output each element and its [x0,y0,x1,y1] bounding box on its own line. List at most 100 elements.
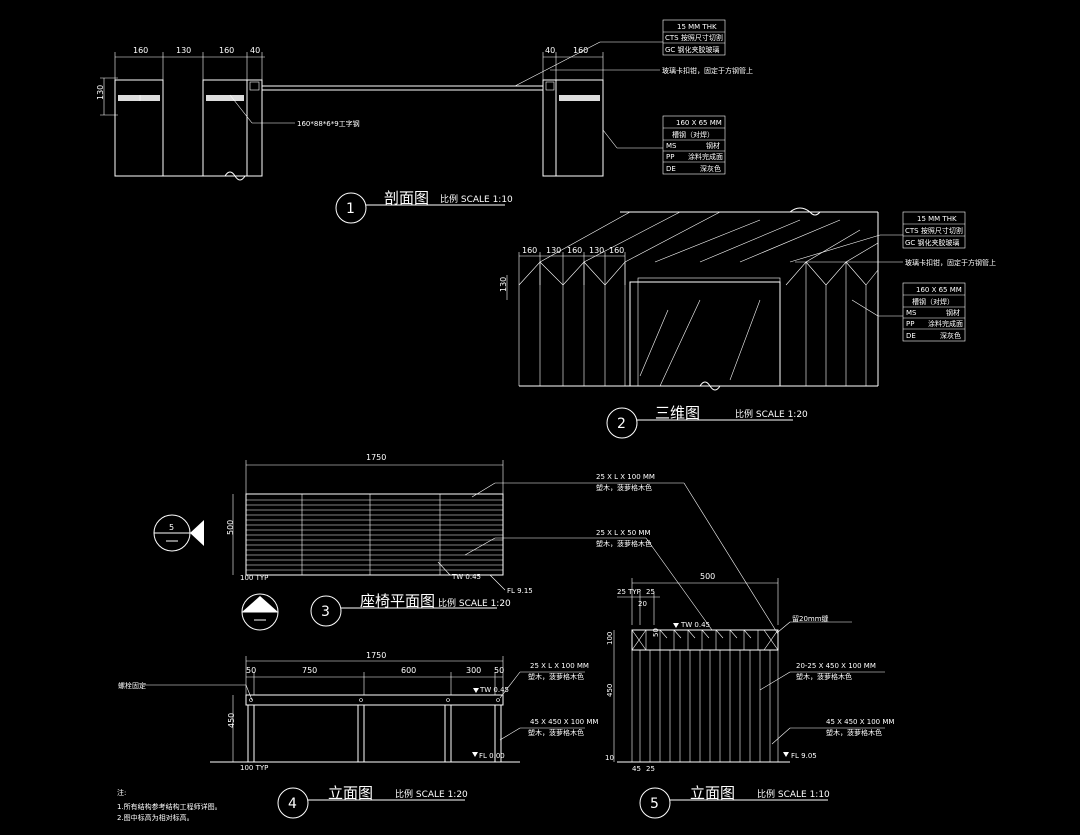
wood-spec-4a: 25 X L X 100 MM 塑木，菠萝格木色 [528,662,589,681]
svg-text:DE: DE [666,165,676,173]
wood-spec-2: 25 X L X 50 MM 塑木，菠萝格木色 [596,529,652,548]
svg-text:20: 20 [638,600,647,608]
svg-text:槽钢（对焊）: 槽钢（对焊） [672,130,714,139]
svg-text:100: 100 [606,632,614,645]
bolt-note: 螺栓固定 [118,681,146,690]
svg-text:160: 160 [609,246,624,255]
svg-text:45 X 450 X 100 MM: 45 X 450 X 100 MM [826,718,894,726]
svg-text:450: 450 [606,684,614,697]
svg-text:比例 SCALE 1:20: 比例 SCALE 1:20 [395,788,468,800]
svg-text:160: 160 [522,246,537,255]
section-2-title: 2 三维图 比例 SCALE 1:20 [606,404,808,439]
svg-text:10: 10 [605,754,614,762]
svg-text:比例 SCALE 1:10: 比例 SCALE 1:10 [757,788,830,800]
svg-text:130: 130 [589,246,604,255]
svg-text:钢材: 钢材 [706,141,720,150]
section-2-drawing: 160 130 160 130 160 130 玻璃卡扣钳，固定于方钢管 [499,207,996,391]
svg-text:塑木，菠萝格木色: 塑木，菠萝格木色 [826,728,882,737]
svg-text:1750: 1750 [366,453,386,462]
svg-text:25 X L X 100 MM: 25 X L X 100 MM [530,662,589,670]
section-4-title: 4 立面图 比例 SCALE 1:20 [277,784,468,819]
svg-text:1: 1 [346,201,355,217]
svg-text:25 X L X 50 MM: 25 X L X 50 MM [596,529,651,537]
svg-text:塑木，菠萝格木色: 塑木，菠萝格木色 [596,539,652,548]
section-3-drawing: 1750 500 100 TYP TW 0.45 FL [226,453,779,635]
svg-text:GC 钢化夹胶玻璃: GC 钢化夹胶玻璃 [905,238,960,247]
svg-text:1.所有结构参考结构工程师详图。: 1.所有结构参考结构工程师详图。 [117,802,222,811]
vertical-slats [631,650,779,762]
svg-text:涂料完成面: 涂料完成面 [928,319,963,328]
steel-spec-table-1: 160 X 65 MM 槽钢（对焊） MS 钢材 PP 涂料完成面 DE 深灰色 [662,115,726,175]
svg-text:25 TYP: 25 TYP [617,588,641,596]
wood-spec-5b: 45 X 450 X 100 MM 塑木，菠萝格木色 [826,718,894,737]
general-notes: 注: 1.所有结构参考结构工程师详图。 2.图中标高为相对标高。 [117,788,222,822]
glass-spec-table-1: 15 MM THK CTS 按照尺寸切割 GC 钢化夹胶玻璃 [662,19,726,56]
svg-text:45: 45 [632,765,641,773]
svg-text:4: 4 [288,796,297,812]
svg-text:比例 SCALE 1:20: 比例 SCALE 1:20 [438,597,511,609]
section-3-title: 3 座椅平面图 比例 SCALE 1:20 [310,592,511,627]
svg-text:塑木，菠萝格木色: 塑木，菠萝格木色 [528,728,584,737]
svg-text:塑木，菠萝格木色: 塑木，菠萝格木色 [596,483,652,492]
svg-text:100 TYP: 100 TYP [240,764,268,772]
ibeam-label: 160*88*6*9工字钢 [297,119,360,128]
svg-text:500: 500 [700,572,715,581]
svg-text:比例 SCALE 1:20: 比例 SCALE 1:20 [735,408,808,420]
svg-text:130: 130 [499,277,508,292]
section-5-title: 5 立面图 比例 SCALE 1:10 [639,784,830,819]
svg-text:500: 500 [226,520,235,535]
svg-text:25: 25 [646,588,655,596]
svg-text:5: 5 [169,523,174,532]
glass-clip-note-2: 玻璃卡扣钳，固定于方钢管上 [905,258,996,267]
svg-text:2: 2 [617,416,626,432]
svg-text:CTS 按照尺寸切割: CTS 按照尺寸切割 [905,226,963,235]
svg-text:PP: PP [906,320,914,328]
svg-text:TW 0.45: TW 0.45 [680,621,710,629]
svg-text:立面图: 立面图 [690,784,735,802]
svg-text:160 X 65 MM: 160 X 65 MM [916,286,962,294]
plan-slats [246,494,503,575]
svg-text:TW 0.45: TW 0.45 [451,573,481,581]
dim-1f: 160 [573,46,588,55]
dim-1d: 40 [250,46,260,55]
svg-text:100 TYP: 100 TYP [240,574,268,582]
svg-text:FL 0.00: FL 0.00 [479,752,505,760]
svg-text:160: 160 [567,246,582,255]
svg-text:深灰色: 深灰色 [700,164,721,173]
steel-spec-table-2: 160 X 65 MM 槽钢（对焊） MS 钢材 PP 涂料完成面 DE 深灰色 [902,282,966,342]
svg-text:20-25 X 450 X 100 MM: 20-25 X 450 X 100 MM [796,662,876,670]
svg-text:三维图: 三维图 [655,404,700,422]
svg-text:注:: 注: [117,788,126,797]
svg-text:3: 3 [321,604,330,620]
svg-text:5: 5 [650,796,659,812]
svg-text:160 X 65 MM: 160 X 65 MM [676,119,722,127]
svg-text:300: 300 [466,666,481,675]
svg-text:座椅平面图: 座椅平面图 [360,592,435,610]
svg-text:FL 9.15: FL 9.15 [507,587,533,595]
svg-text:25: 25 [646,765,655,773]
svg-text:25 X L X 100 MM: 25 X L X 100 MM [596,473,655,481]
svg-text:FL 9.05: FL 9.05 [791,752,817,760]
section-marker-5: 5 [153,514,204,552]
svg-text:4: 4 [257,602,262,611]
svg-text:钢材: 钢材 [946,308,960,317]
section-1-drawing: 160 130 160 40 40 160 130 [96,41,753,181]
glass-clip-note-1: 玻璃卡扣钳，固定于方钢管上 [662,66,753,75]
svg-text:剖面图: 剖面图 [384,189,429,207]
wood-spec-1: 25 X L X 100 MM 塑木，菠萝格木色 [596,473,655,492]
svg-text:CTS 按照尺寸切割: CTS 按照尺寸切割 [665,33,723,42]
svg-text:50: 50 [494,666,504,675]
svg-text:深灰色: 深灰色 [940,331,961,340]
section-marker-4: 4 [241,593,279,631]
svg-text:15 MM THK: 15 MM THK [917,215,957,223]
wood-spec-4b: 45 X 450 X 100 MM 塑木，菠萝格木色 [528,718,598,737]
svg-text:槽钢（对焊）: 槽钢（对焊） [912,297,954,306]
svg-text:塑木，菠萝格木色: 塑木，菠萝格木色 [528,672,584,681]
section-5-drawing: 500 25 TYP 25 20 TW 0.45 [605,572,885,773]
svg-text:50: 50 [246,666,256,675]
svg-text:MS: MS [906,309,917,317]
svg-text:DE: DE [906,332,916,340]
dim-1b: 130 [176,46,191,55]
svg-text:立面图: 立面图 [328,784,373,802]
svg-text:50: 50 [652,628,660,637]
